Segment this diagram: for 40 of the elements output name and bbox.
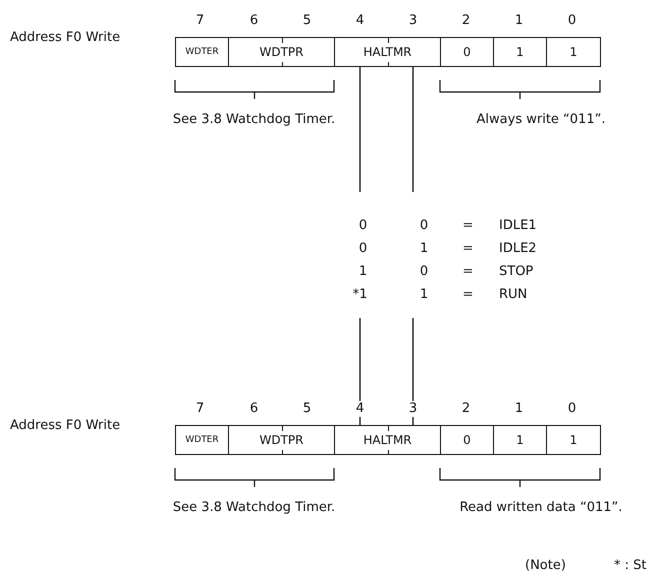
note-text: * : St xyxy=(614,558,646,574)
register-bit: 1 xyxy=(493,37,547,67)
register-name: Address F0 Write xyxy=(10,30,120,46)
table-value: 1 xyxy=(420,287,428,303)
register-name: Address F0 Write xyxy=(10,418,120,434)
register-field: HALTMR xyxy=(334,37,441,67)
table-value: = xyxy=(462,264,474,280)
field-note: Read written data “011”. xyxy=(460,500,622,516)
table-value: 1 xyxy=(420,241,428,257)
register-field: WDTER xyxy=(175,37,229,67)
table-value: STOP xyxy=(499,264,534,280)
field-note: Always write “011”. xyxy=(476,112,606,128)
connector-line xyxy=(359,318,361,425)
connector-line xyxy=(359,67,361,192)
note-label: (Note) xyxy=(525,558,566,574)
register-field: WDTER xyxy=(175,425,229,455)
field-note: See 3.8 Watchdog Timer. xyxy=(172,112,336,128)
table-value: *1 xyxy=(352,287,368,303)
table-value: RUN xyxy=(499,287,528,303)
table-value: = xyxy=(462,287,474,303)
table-value: 0 xyxy=(420,218,428,234)
table-value: 0 xyxy=(358,241,368,257)
register-bit: 1 xyxy=(546,425,601,455)
table-value: IDLE1 xyxy=(499,218,537,234)
table-value: = xyxy=(462,241,474,257)
table-value: IDLE2 xyxy=(499,241,537,257)
register-bit: 1 xyxy=(493,425,547,455)
register-field: WDTPR xyxy=(228,425,335,455)
table-value: = xyxy=(462,218,474,234)
register-bit: 0 xyxy=(440,37,494,67)
connector-line xyxy=(412,318,414,425)
register-bit: 0 xyxy=(440,425,494,455)
field-note: See 3.8 Watchdog Timer. xyxy=(172,500,336,516)
register-field: WDTPR xyxy=(228,37,335,67)
table-value: 0 xyxy=(420,264,428,280)
connector-line xyxy=(412,67,414,192)
table-value: 1 xyxy=(358,264,368,280)
register-field: HALTMR xyxy=(334,425,441,455)
register-bit: 1 xyxy=(546,37,601,67)
table-value: 0 xyxy=(358,218,368,234)
